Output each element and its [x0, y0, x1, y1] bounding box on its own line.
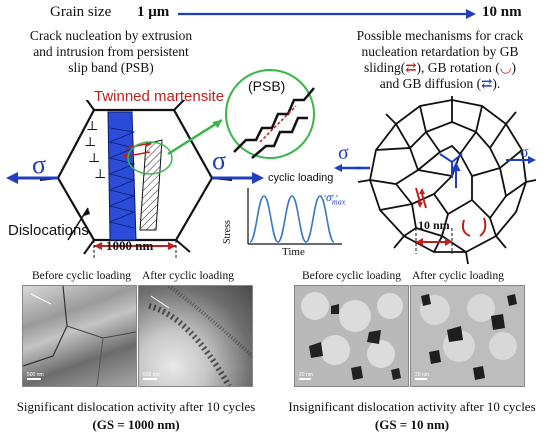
right-after-label: After cyclic loading [412, 270, 504, 282]
right-description: Possible mechanisms for crack nucleation… [330, 28, 550, 92]
left-description: Crack nucleation by extrusion and intrus… [0, 28, 222, 76]
right-description-line-2: nucleation retardation by GB [361, 44, 519, 59]
left-dimension-label: 1000 nm [106, 238, 154, 253]
left-caption: Significant dislocation activity after 1… [0, 398, 272, 434]
dislocation-symbol: ⊥ [86, 118, 99, 133]
left-description-line-2: and intrusion from persistent [33, 44, 189, 59]
inset-xlabel: Time [282, 246, 305, 258]
dislocations-label: Dislocations [8, 222, 89, 239]
inset-max-label: σmax [326, 190, 345, 206]
inset-ylabel: Stress [222, 220, 233, 244]
right-sigma-left-arrow [334, 164, 362, 172]
right-description-line-1: Possible mechanisms for crack [356, 28, 524, 43]
gb-diffusion-markers [439, 153, 463, 188]
right-caption-line-1: Insignificant dislocation activity after… [288, 399, 536, 414]
left-caption-line-2: (GS = 1000 nm) [92, 417, 180, 432]
left-after-label: After cyclic loading [142, 270, 234, 282]
right-before-scale: 20 nm [299, 372, 313, 378]
grain-size-right-value: 10 nm [482, 4, 522, 20]
left-caption-line-1: Significant dislocation activity after 1… [16, 399, 256, 414]
martensite-band [107, 111, 137, 241]
gb-rotation-text: ), GB rotation ( [416, 60, 500, 75]
psb-label: (PSB) [248, 78, 286, 94]
right-sigma-left: σ [338, 142, 349, 164]
right-caption-line-2: (GS = 10 nm) [374, 417, 450, 432]
gb-sliding-icon: ⇄ [405, 60, 417, 75]
micrograph-left-after: 500 nm [138, 285, 253, 387]
inset-title: cyclic loading [268, 172, 334, 184]
sigma-max-symbol: σ [326, 190, 332, 204]
left-before-label: Before cyclic loading [32, 270, 131, 282]
micrograph-right-before: 20 nm [294, 285, 409, 387]
left-after-scale: 500 nm [143, 372, 160, 378]
nanograin-network [356, 96, 536, 265]
dislocation-symbol: ⊥ [88, 150, 101, 165]
gb-rotation-markers [461, 217, 487, 237]
right-sigma-right: σ [520, 144, 529, 161]
left-before-scale: 500 nm [27, 372, 44, 378]
sigma-max-subscript: max [331, 197, 346, 207]
right-description-line-4: and GB diffusion (⇄). [330, 76, 550, 92]
psb-band [139, 139, 163, 231]
right-caption: Insignificant dislocation activity after… [274, 398, 550, 434]
cyclic-loading-curve [249, 195, 335, 243]
dislocation-symbol: ⊥ [84, 134, 97, 149]
sigma-left: σ [32, 150, 47, 179]
right-dimension-label: 10 nm [418, 218, 450, 232]
gb-diffusion-text: and GB diffusion ( [379, 76, 482, 91]
sigma-middle: σ [212, 146, 227, 175]
grain-size-left-value: 1 μm [137, 4, 170, 20]
gb-diffusion-icon: ⇄ [481, 76, 493, 91]
gb-rotation-icon: ◡ [499, 60, 512, 75]
psb-zoom-circle [225, 69, 315, 159]
twinned-martensite-label: Twinned martensite [94, 88, 225, 105]
micrograph-left-before: 500 nm [22, 285, 137, 387]
micrograph-right-after: 20 nm [410, 285, 525, 387]
gb-rotation-close: ) [511, 60, 517, 75]
gb-diffusion-close: ). [492, 76, 501, 91]
dislocation-symbol: ⊥ [94, 166, 107, 181]
right-after-scale: 20 nm [415, 372, 429, 378]
left-grain-schematic [6, 100, 264, 260]
grain-size-arrow [178, 9, 476, 19]
left-description-line-3: slip band (PSB) [68, 60, 154, 75]
right-description-line-3: sliding(⇄), GB rotation (◡) [330, 60, 550, 76]
left-description-line-1: Crack nucleation by extrusion [29, 28, 193, 43]
gb-sliding-text: sliding( [363, 60, 406, 75]
grain-size-label: Grain size [50, 4, 112, 20]
gb-sliding-markers [415, 187, 427, 209]
right-before-label: Before cyclic loading [302, 270, 401, 282]
inset-stress-plot [247, 188, 342, 245]
